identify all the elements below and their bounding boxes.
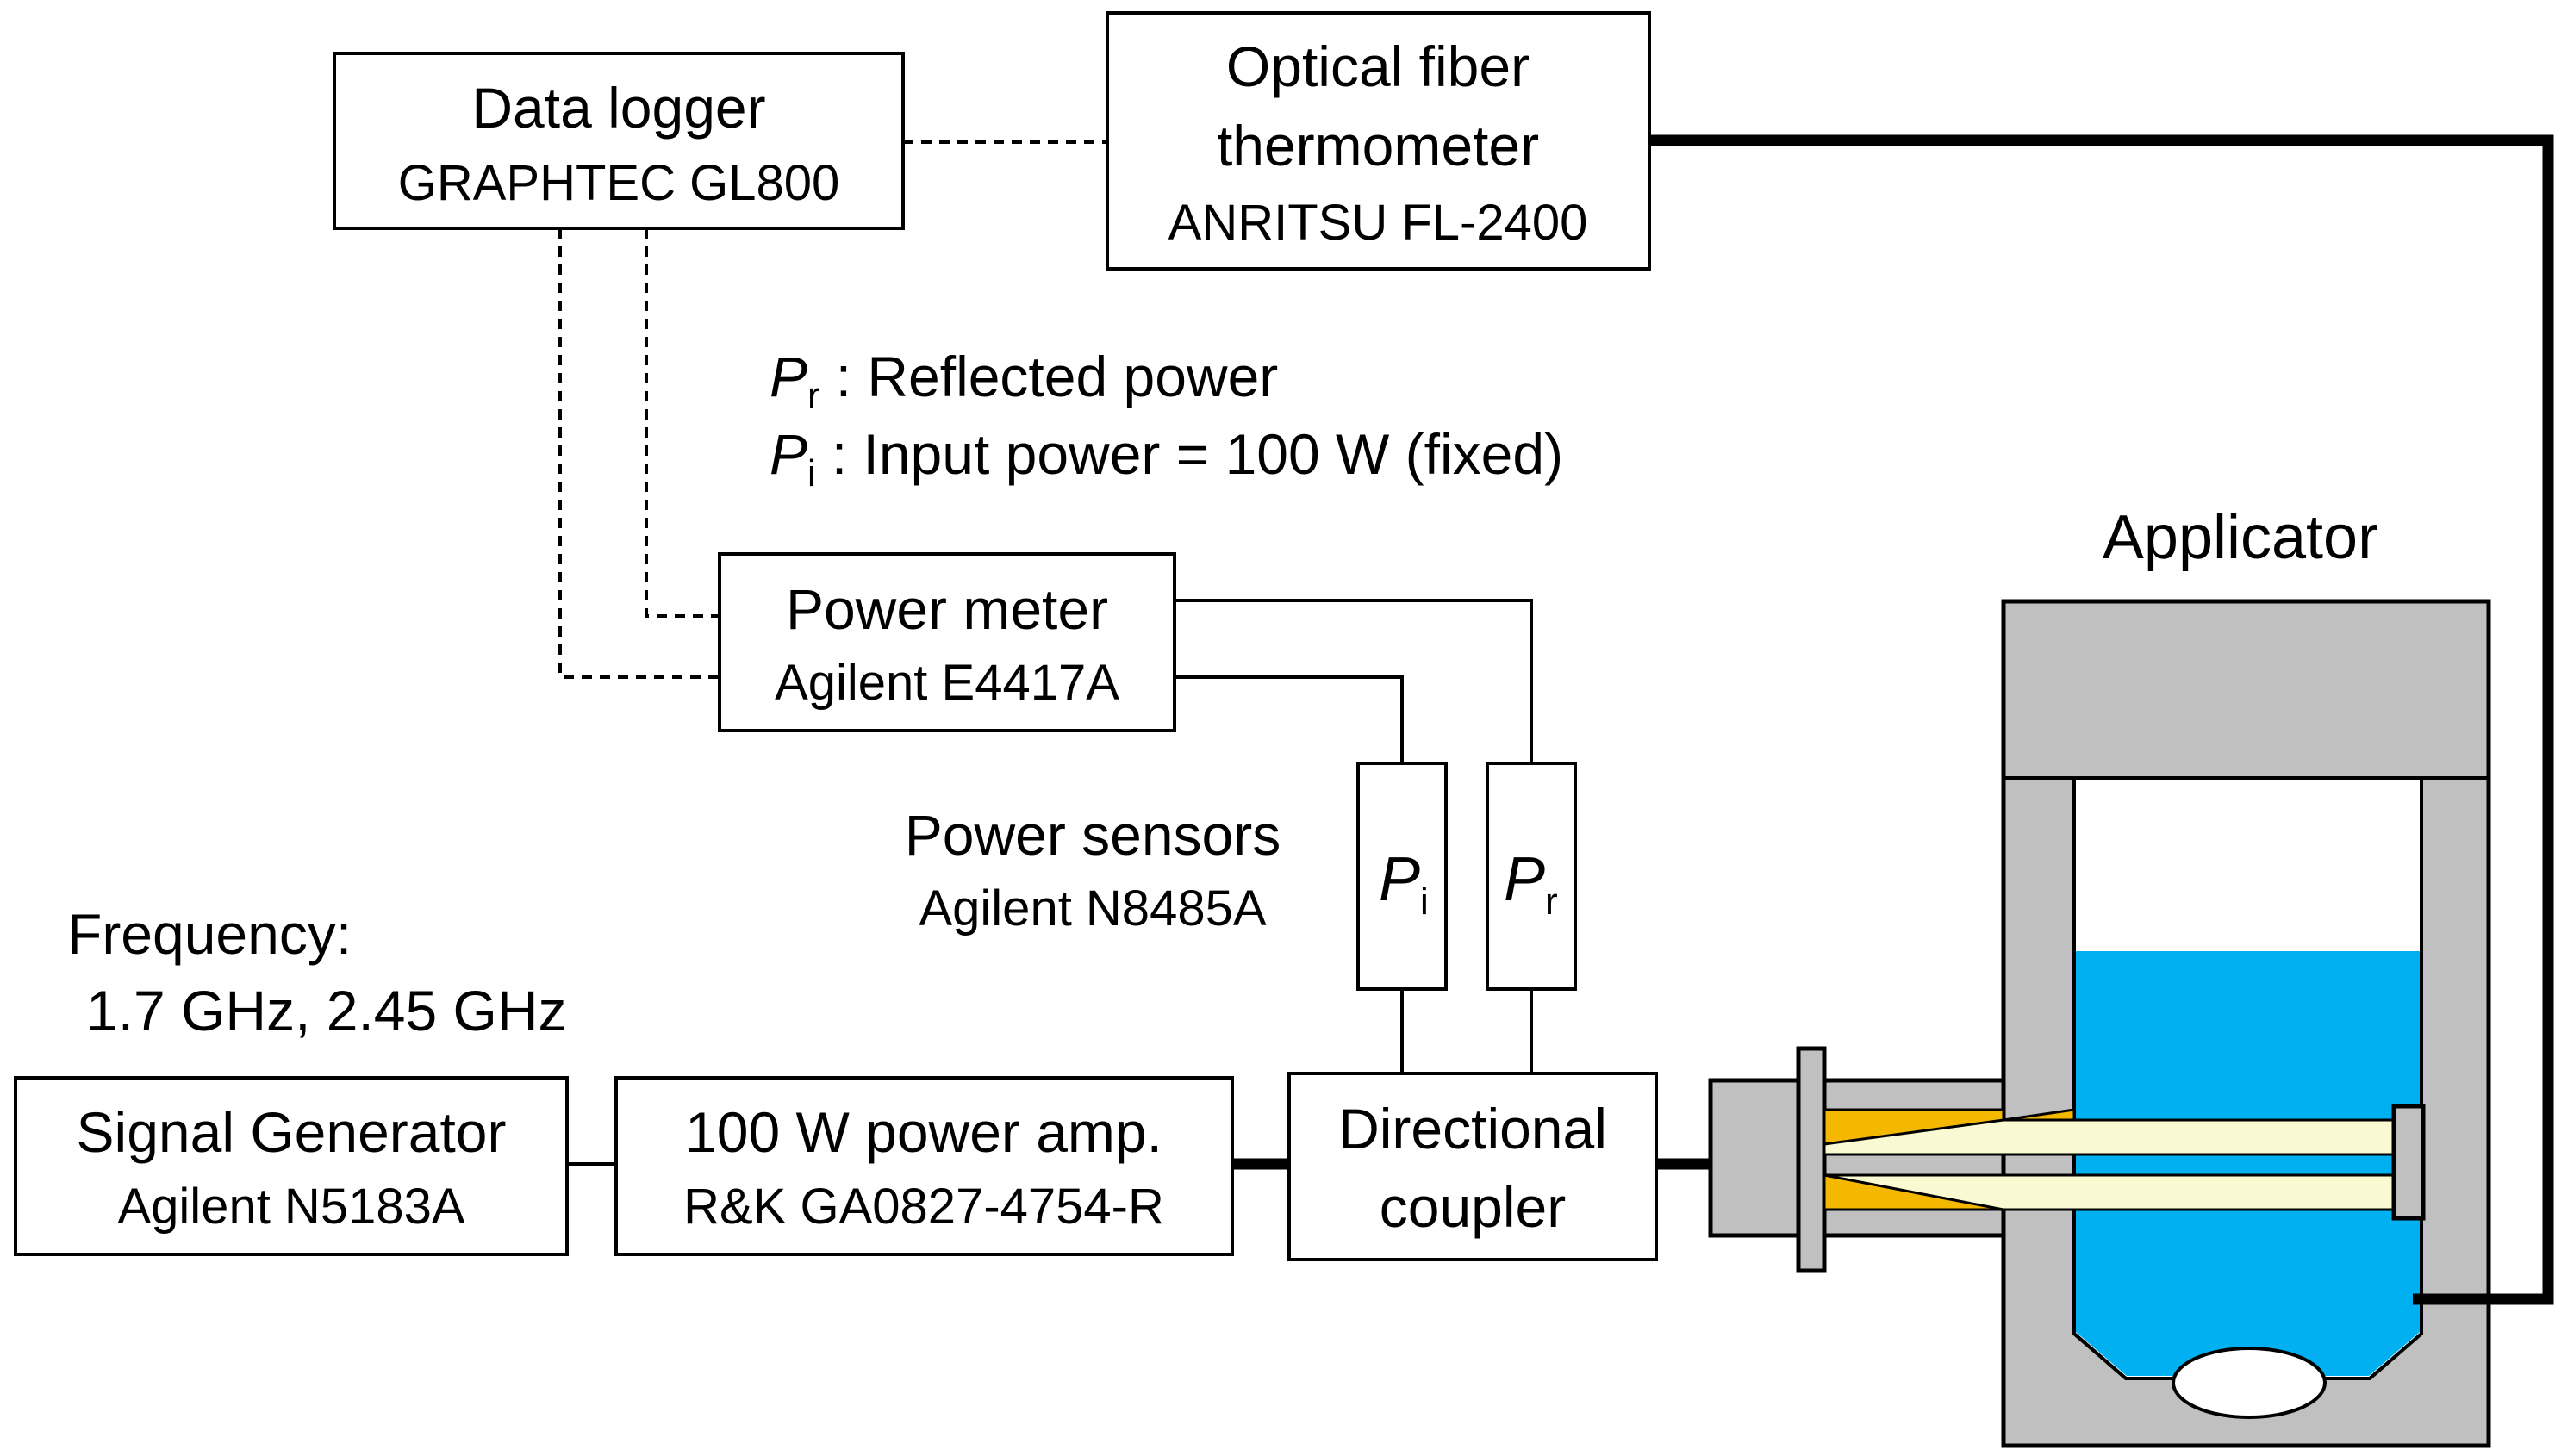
sensor-pr-symbol: P <box>1504 845 1545 914</box>
sensor-pi-subscript: i <box>1420 880 1429 923</box>
optical-fiber-thermometer: Optical fiber thermometer ANRITSU FL-240… <box>1106 11 1651 271</box>
sensor-pr-subscript: r <box>1545 880 1558 923</box>
thermometer-title-line2: thermometer <box>1217 114 1539 177</box>
signal-generator-model: Agilent N5183A <box>117 1179 464 1235</box>
applicator-label: Applicator <box>2103 503 2378 572</box>
stir-bar <box>2172 1347 2327 1419</box>
amplifier-model: R&K GA0827-4754-R <box>683 1179 1164 1235</box>
legend-pi-symbol: P <box>770 422 807 486</box>
sensor-pr: Pr <box>1486 762 1577 991</box>
thermometer-title-line1: Optical fiber <box>1226 34 1530 98</box>
sensor-pr-label: Pr <box>1504 845 1558 923</box>
power-meter-title: Power meter <box>786 577 1108 641</box>
meter-pr-cable <box>1175 599 1533 763</box>
power-amplifier: 100 W power amp. R&K GA0827-4754-R <box>614 1076 1234 1256</box>
sensor-pi-symbol: P <box>1379 845 1420 914</box>
water <box>2076 951 2420 1376</box>
data-logger-title: Data logger <box>471 76 765 140</box>
power-sensors-title: Power sensors <box>905 803 1281 867</box>
legend: Pr : Reflected power Pi : Input power = 10… <box>770 345 1563 495</box>
legend-pr-subscript: r <box>807 375 820 417</box>
coaxial-feed <box>1708 1046 2426 1273</box>
logger-meter-link-1 <box>645 228 720 618</box>
legend-pi: Pi : Input power = 100 W (fixed) <box>770 422 1563 495</box>
antenna-end-cap <box>2391 1104 2426 1221</box>
legend-pi-subscript: i <box>807 452 816 495</box>
data-logger: Data logger GRAPHTEC GL800 <box>333 52 905 230</box>
sensor-pi: Pi <box>1356 762 1448 991</box>
connector-flange <box>1796 1046 1827 1273</box>
sensor-pi-label: Pi <box>1379 845 1429 923</box>
data-logger-model: GRAPHTEC GL800 <box>398 155 840 211</box>
connector-housing <box>1708 1078 2006 1238</box>
legend-pi-text: : Input power = 100 W (fixed) <box>832 422 1563 486</box>
legend-pr-text: : Reflected power <box>836 345 1279 408</box>
signal-generator-title: Signal Generator <box>77 1100 507 1164</box>
thermometer-model: ANRITSU FL-2400 <box>1168 195 1588 251</box>
power-meter-model: Agilent E4417A <box>775 655 1119 711</box>
power-meter: Power meter Agilent E4417A <box>718 552 1176 732</box>
power-sensors-model: Agilent N8485A <box>919 880 1266 936</box>
logger-meter-link-2 <box>558 228 720 679</box>
directional-coupler: Directional coupler <box>1287 1072 1658 1261</box>
legend-pr-symbol: P <box>770 345 807 408</box>
applicator <box>2001 599 2491 1448</box>
coupler-title-line1: Directional <box>1338 1097 1607 1160</box>
signal-generator: Signal Generator Agilent N5183A <box>14 1076 569 1256</box>
frequency-label: Frequency: <box>67 902 352 966</box>
amplifier-title: 100 W power amp. <box>685 1100 1162 1164</box>
coupler-title-line2: coupler <box>1380 1175 1566 1239</box>
meter-pi-cable <box>1175 675 1404 763</box>
legend-pr: Pr : Reflected power <box>770 345 1278 417</box>
frequency-values: 1.7 GHz, 2.45 GHz <box>86 979 567 1042</box>
